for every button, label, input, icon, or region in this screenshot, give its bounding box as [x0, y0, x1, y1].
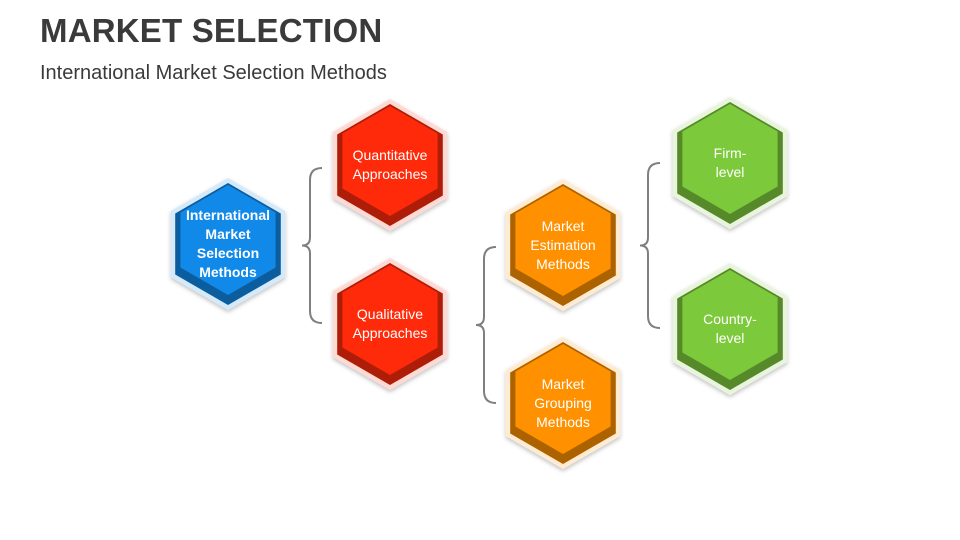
bracket-estimation-levels	[639, 162, 661, 329]
slide-title: MARKET SELECTION	[40, 12, 383, 49]
node-firm-hexagon	[672, 97, 788, 229]
node-root-hexagon	[170, 178, 286, 310]
node-country-label: Country-level	[703, 311, 757, 346]
node-country-hexagon	[672, 263, 788, 395]
node-estimation-hexagon	[505, 179, 621, 311]
bracket-approaches	[301, 167, 323, 324]
bracket-qualitative-methods	[475, 246, 497, 404]
node-firm-label: Firm-level	[713, 145, 747, 180]
slide-subtitle: International Market Selection Methods	[40, 62, 387, 84]
node-quantitative-hexagon	[332, 99, 448, 231]
node-grouping-hexagon	[505, 337, 621, 469]
node-qualitative-hexagon	[332, 258, 448, 390]
